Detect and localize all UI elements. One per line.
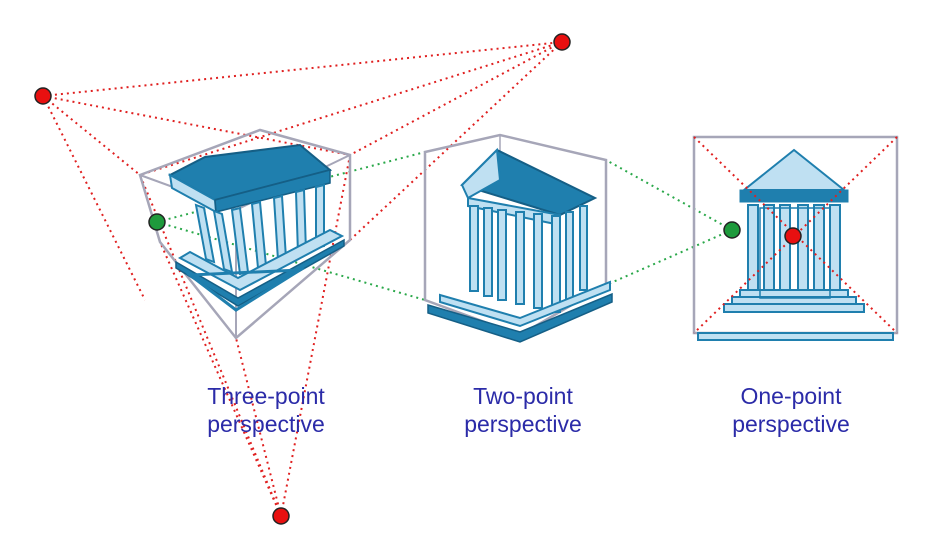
two-point-temple	[423, 133, 613, 343]
red-dot-icon	[553, 33, 571, 51]
two-point-caption-line2: perspective	[464, 411, 582, 437]
three-point-caption-line2: perspective	[207, 411, 325, 437]
three-point-red-guides	[42, 41, 563, 517]
one-point-caption-line1: One-point	[740, 383, 842, 409]
vanishing-points	[34, 33, 802, 525]
two-point-caption-line1: Two-point	[473, 383, 573, 409]
red-dot-icon	[272, 507, 290, 525]
green-dot-icon	[723, 221, 741, 239]
one-point-caption-line2: perspective	[732, 411, 850, 437]
red-dot-icon	[34, 87, 52, 105]
three-point-temple	[138, 128, 352, 340]
three-point-caption: Three-point perspective	[176, 382, 356, 438]
one-point-temple	[692, 135, 899, 341]
two-point-caption: Two-point perspective	[433, 382, 613, 438]
one-point-caption: One-point perspective	[701, 382, 881, 438]
red-dot-icon	[784, 227, 802, 245]
green-dot-icon	[148, 213, 166, 231]
three-point-caption-line1: Three-point	[207, 383, 325, 409]
one-point-red-guides	[693, 136, 898, 334]
